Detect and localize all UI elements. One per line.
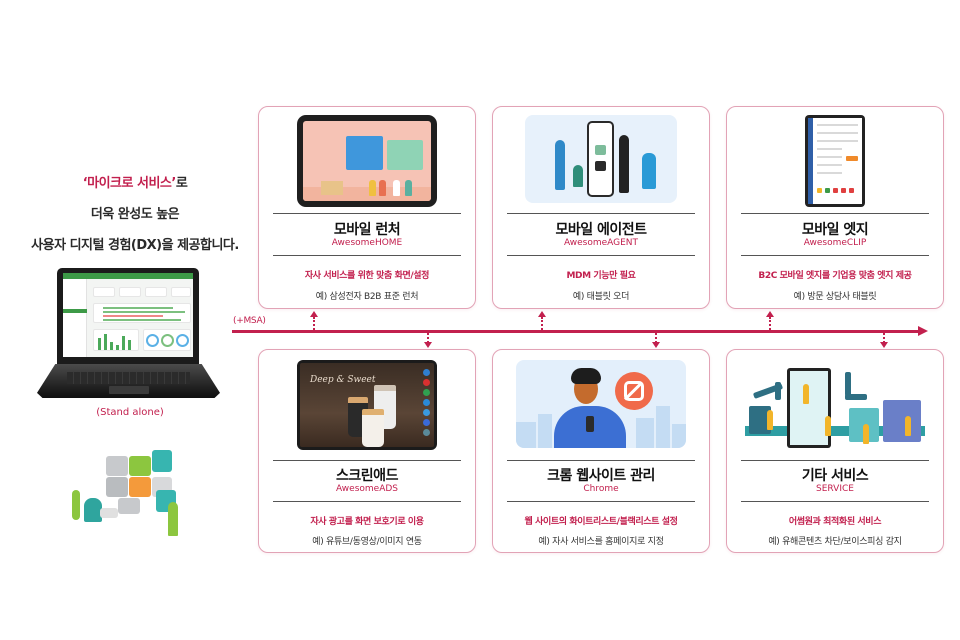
connector-up-3 — [769, 317, 771, 330]
card-description: 웹 사이트의 화이트리스트/블랙리스트 설정 — [524, 517, 678, 527]
divider — [273, 213, 461, 214]
divider — [507, 460, 695, 461]
laptop-screen — [57, 268, 199, 366]
card-description: B2C 모바일 엣지를 기업용 맞춤 엣지 제공 — [758, 271, 912, 281]
smart-factory-illustration — [745, 360, 925, 452]
connector-down-2 — [655, 333, 657, 343]
card-example: 예) 방문 상담사 태블릿 — [793, 292, 877, 302]
divider — [741, 460, 929, 461]
arrow-down-icon — [652, 342, 660, 348]
card-subtitle: AwesomeCLIP — [803, 238, 867, 248]
card-subtitle: AwesomeHOME — [331, 238, 403, 248]
card-example: 예) 삼성전자 B2B 표준 런처 — [315, 292, 419, 302]
card-mobile-launcher: 모바일 런처 AwesomeHOME 자사 서비스를 위한 맞춤 화면/설정 예… — [258, 106, 476, 309]
divider — [741, 255, 929, 256]
stand-alone-label: (Stand alone) — [96, 407, 164, 418]
divider — [273, 460, 461, 461]
divider — [273, 501, 461, 502]
block-icon — [624, 381, 644, 401]
mobile-edge-screenshot — [805, 115, 865, 207]
divider — [507, 501, 695, 502]
card-mobile-edge: 모바일 엣지 AwesomeCLIP B2C 모바일 엣지를 기업용 맞춤 엣지… — [726, 106, 944, 309]
card-description: 자사 광고를 화면 보호기로 이용 — [310, 517, 424, 527]
card-example: 예) 유해콘텐츠 차단/보이스피싱 감지 — [768, 537, 902, 547]
team-puzzle-illustration — [72, 450, 188, 540]
msa-label: (+MSA) — [233, 316, 266, 326]
card-chrome-management: 크롬 웹사이트 관리 Chrome 웹 사이트의 화이트리스트/블랙리스트 설정… — [492, 349, 710, 553]
arrow-up-icon — [766, 311, 774, 317]
timeline-line — [232, 330, 920, 333]
tablet-screen-ad-screenshot: Deep & Sweet — [297, 360, 437, 450]
card-subtitle: SERVICE — [816, 484, 854, 494]
card-subtitle: AwesomeAGENT — [563, 238, 639, 248]
divider — [741, 213, 929, 214]
card-example: 예) 태블릿 오더 — [572, 292, 630, 302]
card-subtitle: Chrome — [583, 484, 619, 494]
card-description: 자사 서비스를 위한 맞춤 화면/설정 — [304, 271, 430, 281]
phone-icon — [586, 416, 594, 432]
card-example: 예) 자사 서비스를 홈페이지로 지정 — [538, 537, 664, 547]
card-title: 스크린애드 — [336, 468, 398, 484]
tablet-launcher-screenshot — [297, 115, 437, 207]
intro-accent: ‘마이크로 서비스’ — [82, 176, 177, 191]
intro-line-1: ‘마이크로 서비스’로 — [82, 176, 188, 191]
arrow-up-icon — [538, 311, 546, 317]
card-title: 기타 서비스 — [801, 468, 869, 484]
divider — [507, 255, 695, 256]
card-title: 크롬 웹사이트 관리 — [547, 468, 655, 484]
card-title: 모바일 런처 — [333, 222, 401, 238]
arrow-down-icon — [880, 342, 888, 348]
divider — [741, 501, 929, 502]
card-title: 모바일 에이전트 — [555, 222, 647, 238]
card-mobile-agent: 모바일 에이전트 AwesomeAGENT MDM 기능만 필요 예) 태블릿 … — [492, 106, 710, 309]
connector-up-2 — [541, 317, 543, 330]
divider — [273, 255, 461, 256]
arrow-up-icon — [310, 311, 318, 317]
connector-up-1 — [313, 317, 315, 330]
card-description: MDM 기능만 필요 — [566, 271, 636, 281]
card-description: 어썸원과 최적화된 서비스 — [788, 517, 882, 527]
timeline-arrow-icon — [918, 326, 928, 336]
intro-line-2: 더욱 완성도 높은 — [90, 207, 180, 222]
ad-script-text: Deep & Sweet — [310, 375, 376, 385]
laptop-image — [37, 268, 220, 402]
intro-text: ‘마이크로 서비스’로 더욱 완성도 높은 사용자 디지털 경험(DX)을 제공… — [20, 168, 250, 261]
connector-down-1 — [427, 333, 429, 343]
divider — [507, 213, 695, 214]
arrow-down-icon — [424, 342, 432, 348]
card-subtitle: AwesomeADS — [336, 484, 398, 494]
card-other-services: 기타 서비스 SERVICE 어썸원과 최적화된 서비스 예) 유해콘텐츠 차단… — [726, 349, 944, 553]
mobile-agent-illustration — [525, 115, 677, 203]
intro-line-3: 사용자 디지털 경험(DX)을 제공합니다. — [31, 238, 239, 253]
connector-down-3 — [883, 333, 885, 343]
card-example: 예) 유튜브/동영상/이미지 연동 — [312, 537, 422, 547]
chrome-block-illustration — [516, 360, 686, 448]
card-title: 모바일 엣지 — [801, 222, 869, 238]
card-screen-ad: Deep & Sweet 스크린애드 AwesomeADS 자사 광고를 화면 … — [258, 349, 476, 553]
